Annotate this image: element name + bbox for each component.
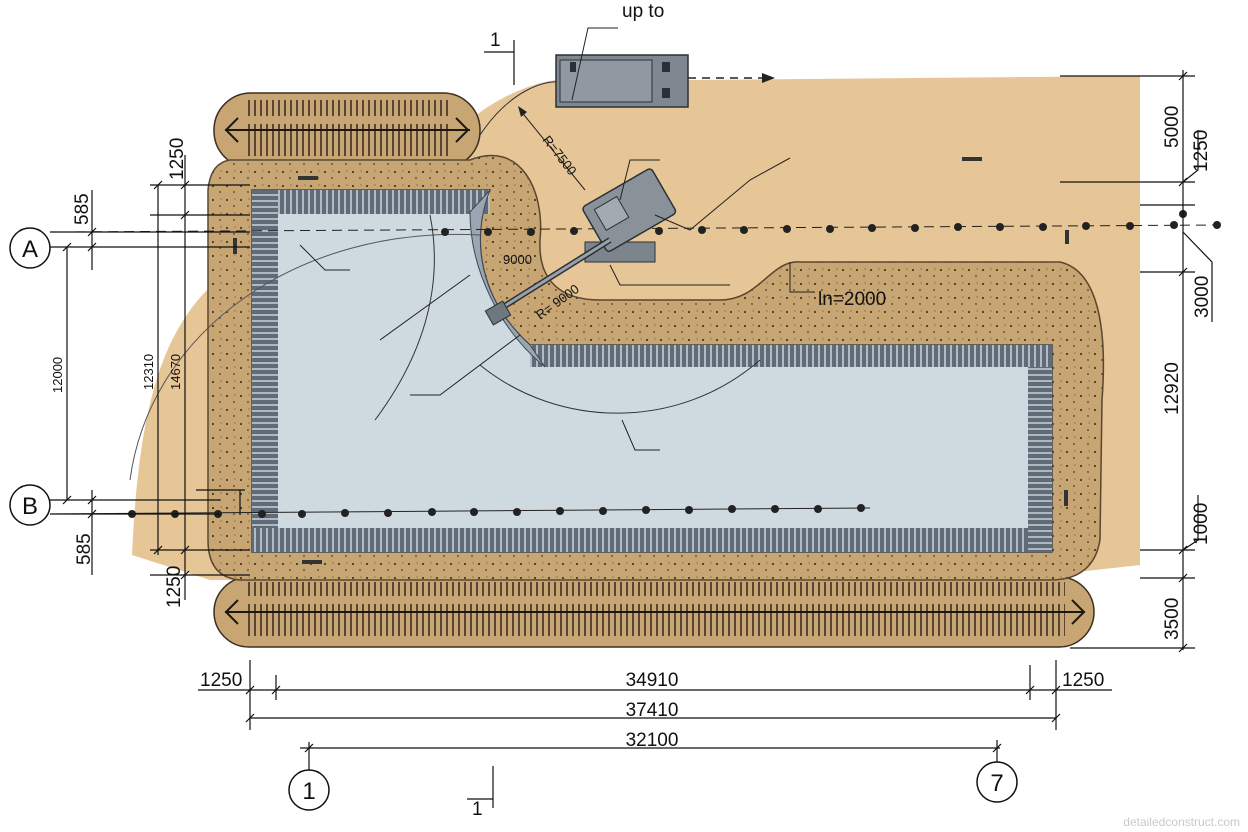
depth-leader	[789, 262, 815, 293]
slope-leader-2	[379, 274, 471, 341]
axis-bubble-7: 7	[976, 740, 1018, 803]
svg-text:7: 7	[990, 770, 1003, 797]
sheet-pile-wall	[252, 189, 1052, 552]
excavator-leader-2	[609, 264, 730, 286]
reach-arc-large	[129, 233, 481, 481]
svg-text:A: A	[22, 236, 38, 263]
svg-text:B: B	[22, 493, 38, 520]
marker-symbol	[1065, 230, 1069, 244]
dim-left-bottom-585: 585	[74, 533, 95, 565]
marker-symbol	[962, 157, 982, 161]
excavator-leader-3	[619, 159, 660, 201]
bottom-dimension-chain	[198, 660, 1112, 753]
slope-leader-3	[410, 334, 521, 396]
axis-bubble-a: A	[9, 227, 51, 269]
svg-text:1: 1	[490, 30, 501, 51]
reach-arc-inner	[374, 214, 435, 421]
dim-right-3000: 3000	[1192, 276, 1213, 318]
radius-arrow	[519, 109, 586, 191]
radius-arc-top	[479, 81, 561, 136]
dim-right-12920: 12920	[1162, 362, 1183, 415]
dim-left-top-1250: 1250	[167, 138, 188, 180]
left-dimension-chain	[50, 155, 250, 600]
dump-truck	[555, 54, 689, 108]
dim-bottom-right-1250: 1250	[1062, 670, 1104, 691]
watermark: detailedconstruct.com	[1123, 815, 1240, 829]
depth-label: ln=2000	[818, 289, 886, 310]
right-dimension-chain	[1060, 70, 1213, 653]
slope-leader-1	[299, 244, 350, 271]
spoil-heap-top	[213, 92, 481, 169]
marker-symbol	[233, 238, 237, 254]
spoil-heap-bottom	[213, 576, 1095, 648]
axis-bubble-b: B	[9, 484, 51, 526]
dim-bottom-32100: 32100	[626, 730, 679, 751]
marker-symbol	[302, 560, 322, 564]
truck-direction-arrow	[688, 73, 775, 83]
reach-label-9000: 9000	[503, 252, 532, 267]
dim-left-12310: 12310	[141, 354, 156, 390]
svg-text:1: 1	[472, 799, 483, 820]
axis-bubble-1: 1	[288, 742, 330, 811]
dim-right-5000: 5000	[1162, 106, 1183, 148]
pit-leader	[621, 419, 660, 451]
section-mark-top: 1	[484, 30, 515, 85]
dim-left-bottom-1250: 1250	[164, 566, 185, 608]
marker-symbol	[298, 176, 318, 180]
dim-right-1250: 1250	[1191, 130, 1212, 172]
dim-bottom-37410: 37410	[626, 700, 679, 721]
dim-left-top-585: 585	[72, 193, 93, 225]
dim-bottom-left-1250: 1250	[200, 670, 242, 691]
dim-left-12000: 12000	[50, 357, 65, 393]
section-mark-bottom: 1	[467, 766, 494, 820]
marker-symbol	[1064, 490, 1068, 506]
dim-bottom-34910: 34910	[626, 670, 679, 691]
reach-arc-bottom	[479, 359, 761, 414]
truck-leader-line	[571, 27, 618, 101]
dim-left-14670: 14670	[168, 354, 183, 390]
svg-text:1: 1	[302, 778, 315, 805]
dim-right-3500: 3500	[1162, 598, 1183, 640]
excavator-leader-1	[654, 157, 791, 231]
truck-label: up to	[622, 1, 664, 22]
excavator	[484, 168, 677, 326]
dim-right-1000: 1000	[1191, 503, 1212, 545]
radius-arrowhead	[518, 106, 527, 117]
